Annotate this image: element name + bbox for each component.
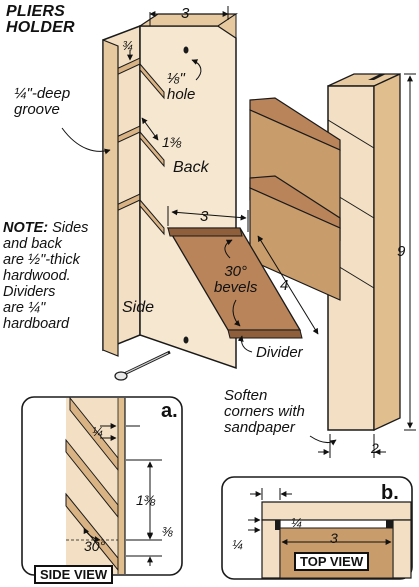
hole-label: ⅛" hole xyxy=(167,71,195,103)
screw xyxy=(114,350,171,381)
bevels-label-line-1: 30° xyxy=(224,263,248,280)
note-line-3: are ½"-thick xyxy=(3,252,80,268)
diagram-title: PLIERS HOLDER xyxy=(6,4,75,36)
dim-side-depth: 2 xyxy=(371,440,379,456)
soften-label-line-2: corners with xyxy=(224,402,305,420)
dim-groove-offset: ¾ xyxy=(122,38,133,53)
detail-a-dim-spacing: 1⅜ xyxy=(136,492,156,508)
note-line-6: are ¼" xyxy=(3,300,46,316)
detail-b-badge: b. xyxy=(381,482,399,504)
detail-b-dim-quarter-a: ¼ xyxy=(291,515,302,530)
hole-label-line-1: ⅛" xyxy=(167,70,185,87)
detail-a-dim-quarter: ¼ xyxy=(92,424,103,439)
detail-b-dim-width: 3 xyxy=(330,530,338,546)
soften-label-line-3: sandpaper xyxy=(224,418,295,436)
materials-note: NOTE: Sides and back are ½"-thick hardwo… xyxy=(3,220,88,332)
dim-groove-spacing: 1⅜ xyxy=(162,134,182,150)
detail-a-title: SIDE VIEW xyxy=(34,565,114,584)
title-line-2: HOLDER xyxy=(6,19,75,36)
soften-label-line-1: Soften xyxy=(224,387,268,404)
dim-side-height: 9 xyxy=(397,243,406,260)
groove-label-line-1: ¼"-deep xyxy=(14,85,71,102)
note-line-2: and back xyxy=(3,236,62,252)
groove-label-line-2: groove xyxy=(14,100,60,118)
dim-divider-width: 3 xyxy=(200,208,209,225)
detail-b-title: TOP VIEW xyxy=(294,552,370,571)
dim-divider-length: 4 xyxy=(280,277,289,294)
hole-label-line-2: hole xyxy=(167,85,196,103)
bevels-label: 30° bevels xyxy=(214,264,257,296)
note-line-1-text: Sides xyxy=(48,220,89,236)
bevels-label-line-2: bevels xyxy=(214,278,258,296)
detail-a-badge: a. xyxy=(161,400,178,422)
back-label: Back xyxy=(173,159,209,176)
note-line-5: Dividers xyxy=(3,284,56,300)
side-label: Side xyxy=(122,299,155,316)
note-line-7: hardboard xyxy=(3,316,70,332)
detail-a-angle: 30° xyxy=(84,538,106,554)
title-line-1: PLIERS xyxy=(6,3,65,20)
dimension-lines xyxy=(61,6,416,458)
note-line-4: hardwood. xyxy=(3,268,71,284)
detail-b-dim-quarter-b: ¼ xyxy=(232,537,243,552)
detail-a-dim-three-eighths: ⅜ xyxy=(162,524,173,539)
groove-label: ¼"-deep groove xyxy=(14,86,70,118)
note-bold: NOTE: xyxy=(3,220,49,236)
divider-label: Divider xyxy=(256,344,303,361)
dim-top-width: 3 xyxy=(181,5,190,22)
soften-label: Soften corners with sandpaper xyxy=(224,388,305,435)
detail-a-panel xyxy=(21,396,183,576)
note-line-1: NOTE: Sides xyxy=(3,220,88,236)
